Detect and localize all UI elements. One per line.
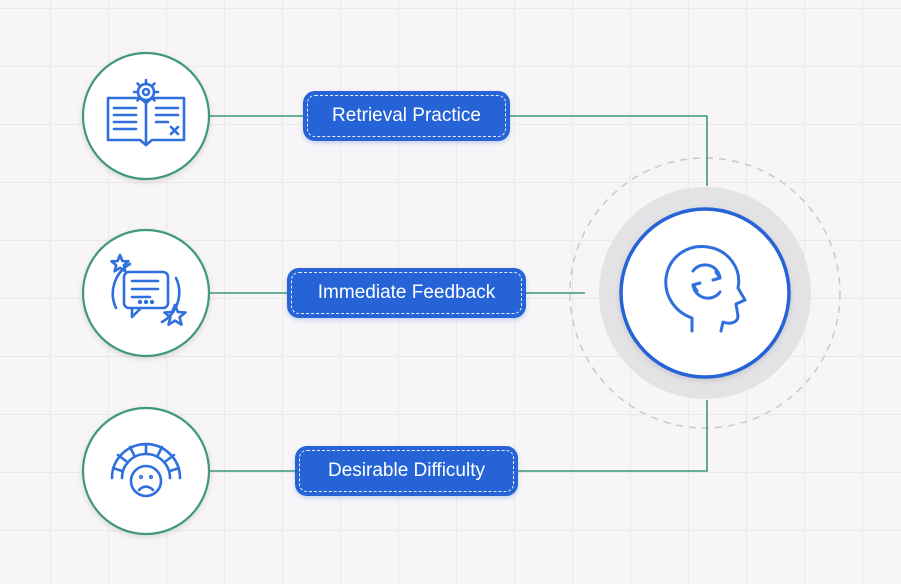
pill-difficulty: Desirable Difficulty (295, 446, 518, 496)
node-difficulty (81, 406, 211, 536)
node-feedback (81, 228, 211, 358)
pill-difficulty-label: Desirable Difficulty (328, 460, 485, 481)
chat-feedback-icon (110, 253, 187, 326)
brain-cycle-icon (664, 245, 747, 333)
node-retrieval (81, 51, 211, 181)
center-node (599, 187, 811, 399)
chat-dots-icon (137, 299, 155, 305)
difficulty-gauge-icon (110, 442, 182, 498)
pill-feedback-label: Immediate Feedback (317, 282, 496, 303)
node-difficulty-circle (81, 406, 211, 536)
center-dashed-ring (569, 157, 841, 429)
book-gear-icon (106, 78, 186, 147)
pill-feedback: Immediate Feedback (287, 268, 526, 318)
pill-retrieval-label: Retrieval Practice (332, 105, 481, 126)
node-feedback-circle (81, 228, 211, 358)
pill-retrieval: Retrieval Practice (303, 91, 510, 141)
center-circle (619, 207, 791, 379)
